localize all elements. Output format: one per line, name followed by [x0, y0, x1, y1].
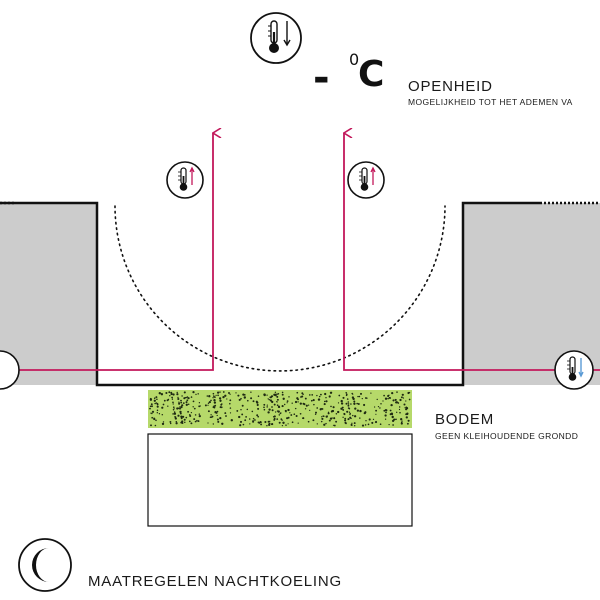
footer-title: MAATREGELEN NACHTKOELING — [88, 573, 342, 590]
thermometer-down-icon — [250, 12, 302, 64]
ground-box — [147, 433, 413, 527]
heat-flow-arrow-right — [344, 133, 600, 371]
thermometer-up-icon — [166, 161, 204, 199]
celsius-unit: C — [358, 54, 385, 95]
openheid-subtitle: MOGELIJKHEID TOT HET ADEMEN VA — [408, 97, 573, 107]
heat-flow-arrow-left — [0, 133, 213, 371]
soil-layer — [148, 390, 412, 428]
left-building — [0, 203, 97, 385]
street-profile-outline — [0, 201, 540, 387]
soil-dots — [149, 391, 411, 427]
degree-superscript: 0 — [349, 50, 360, 69]
moon-icon — [18, 538, 72, 592]
openheid-title: OPENHEID — [408, 78, 493, 95]
thermometer-up-icon — [347, 161, 385, 199]
thermometer-icon-partial — [0, 350, 20, 390]
bodem-subtitle: GEEN KLEIHOUDENDE GRONDD — [435, 431, 579, 441]
sky-view-arc — [114, 205, 446, 372]
bodem-title: BODEM — [435, 411, 495, 428]
minus-sign: - — [313, 55, 330, 101]
thermometer-cold-icon — [554, 350, 594, 390]
